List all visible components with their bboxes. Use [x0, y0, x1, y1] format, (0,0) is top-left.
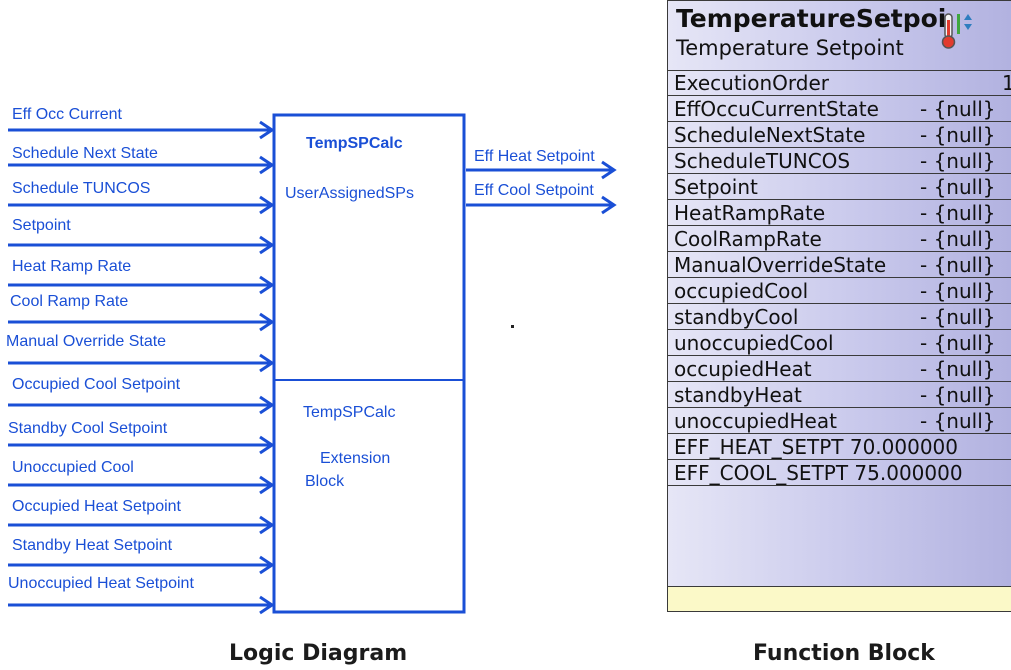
fb-row-value: - {null} [920, 331, 996, 355]
input-label: Setpoint [12, 217, 71, 234]
fb-row-name: Setpoint [674, 175, 758, 199]
input-arrowhead [259, 275, 275, 295]
block-bottom-title: TempSPCalc [303, 404, 396, 421]
logic-diagram-caption: Logic Diagram [229, 641, 408, 666]
fb-row-value: - {null} [920, 175, 996, 199]
input-arrowhead [259, 395, 275, 415]
input-arrowhead [259, 120, 275, 140]
function-block-footer [668, 586, 1011, 611]
fb-row-name: standbyHeat [674, 383, 802, 407]
fb-row[interactable]: standbyHeat - {null} [668, 382, 1011, 408]
fb-row-name: ScheduleNextState [674, 123, 866, 147]
input-arrowhead [259, 595, 275, 615]
fb-row[interactable]: standbyCool - {null} [668, 304, 1011, 330]
input-label: Standby Heat Setpoint [12, 537, 173, 554]
fb-row-value: - {null} [920, 253, 996, 277]
fb-row[interactable]: unoccupiedHeat - {null} [668, 408, 1011, 434]
output-label-eff-heat-setpoint: Eff Heat Setpoint [474, 148, 595, 165]
fb-row[interactable]: occupiedHeat - {null} [668, 356, 1011, 382]
fb-row-name: occupiedCool [674, 279, 809, 303]
fb-row-value: - {null} [920, 227, 996, 251]
fb-row-name: ExecutionOrder [674, 71, 829, 95]
function-block-subtitle: Temperature Setpoint [676, 36, 904, 60]
input-arrowhead [259, 555, 275, 575]
fb-row-name: occupiedHeat [674, 357, 812, 381]
fb-row-name: CoolRampRate [674, 227, 822, 251]
block-top-subtitle: UserAssignedSPs [285, 185, 414, 202]
input-label: Standby Cool Setpoint [8, 420, 168, 437]
function-block-caption: Function Block [753, 641, 935, 666]
fb-row[interactable]: HeatRampRate - {null} [668, 200, 1011, 226]
input-label: Cool Ramp Rate [10, 293, 129, 310]
fb-output-value: EFF_COOL_SETPT 75.000000 [674, 461, 963, 485]
output-arrowhead [601, 160, 617, 180]
fb-row-name: HeatRampRate [674, 201, 826, 225]
fb-row-value: - {null} [920, 357, 996, 381]
fb-row-execution-order[interactable]: ExecutionOrder 1 [668, 70, 1011, 96]
input-arrowhead [259, 353, 275, 373]
fb-row-value: - {null} [920, 305, 996, 329]
output-arrowhead [601, 195, 617, 215]
fb-row[interactable]: ScheduleTUNCOS - {null} [668, 148, 1011, 174]
input-label: Occupied Cool Setpoint [12, 376, 181, 393]
output-label-eff-cool-setpoint: Eff Cool Setpoint [474, 182, 594, 199]
input-arrowhead [259, 155, 275, 175]
fb-row-name: unoccupiedCool [674, 331, 834, 355]
fb-row-name: EffOccuCurrentState [674, 97, 879, 121]
input-arrowhead [259, 312, 275, 332]
input-label: Schedule Next State [12, 145, 158, 162]
input-arrowhead [259, 235, 275, 255]
fb-row[interactable]: CoolRampRate - {null} [668, 226, 1011, 252]
input-arrowhead [259, 475, 275, 495]
fb-row-value: - {null} [920, 383, 996, 407]
fb-row-value: - {null} [920, 409, 996, 433]
fb-row-name: ManualOverrideState [674, 253, 887, 277]
fb-row[interactable]: unoccupiedCool - {null} [668, 330, 1011, 356]
input-label: Eff Occ Current [12, 106, 122, 123]
fb-row[interactable]: EffOccuCurrentState - {null} [668, 96, 1011, 122]
logic-diagram [8, 113, 617, 615]
fb-row-name: standbyCool [674, 305, 799, 329]
input-label: Occupied Heat Setpoint [12, 498, 181, 515]
stray-dot [511, 325, 514, 328]
fb-output-row[interactable]: EFF_COOL_SETPT 75.000000 [668, 460, 1011, 486]
fb-row-value: - {null} [920, 97, 996, 121]
fb-row-value: - {null} [920, 149, 996, 173]
input-label: Heat Ramp Rate [12, 258, 132, 275]
input-arrowhead [259, 515, 275, 535]
fb-row[interactable]: ManualOverrideState - {null} [668, 252, 1011, 278]
fb-row-name: ScheduleTUNCOS [674, 149, 851, 173]
fb-row[interactable]: occupiedCool - {null} [668, 278, 1011, 304]
block-top-title: TempSPCalc [306, 135, 403, 152]
function-block-title: TemperatureSetpoi [676, 4, 947, 33]
fb-row-value: - {null} [920, 279, 996, 303]
function-block-header[interactable]: TemperatureSetpoi Temperature Setpoint [668, 1, 1011, 71]
input-label: Manual Override State [6, 333, 167, 350]
fb-row-value: - {null} [920, 201, 996, 225]
fb-row-value: 1 [1002, 70, 1011, 96]
fb-row-value: - {null} [920, 123, 996, 147]
logic-block[interactable] [272, 113, 466, 614]
fb-output-value: EFF_HEAT_SETPT 70.000000 [674, 435, 959, 459]
fb-row[interactable]: Setpoint - {null} [668, 174, 1011, 200]
input-label: Unoccupied Cool [12, 459, 134, 476]
function-block-panel[interactable]: TemperatureSetpoi Temperature Setpoint E… [667, 0, 1011, 612]
input-arrowhead [259, 435, 275, 455]
fb-row[interactable]: ScheduleNextState - {null} [668, 122, 1011, 148]
thermometer-icon [941, 13, 972, 49]
input-label: Unoccupied Heat Setpoint [8, 575, 194, 592]
input-arrowhead [259, 195, 275, 215]
block-bottom-line1: Extension [320, 450, 391, 467]
block-bottom-line2: Block [305, 473, 345, 490]
input-label: Schedule TUNCOS [12, 180, 151, 197]
fb-output-row[interactable]: EFF_HEAT_SETPT 70.000000 [668, 434, 1011, 460]
fb-row-name: unoccupiedHeat [674, 409, 837, 433]
